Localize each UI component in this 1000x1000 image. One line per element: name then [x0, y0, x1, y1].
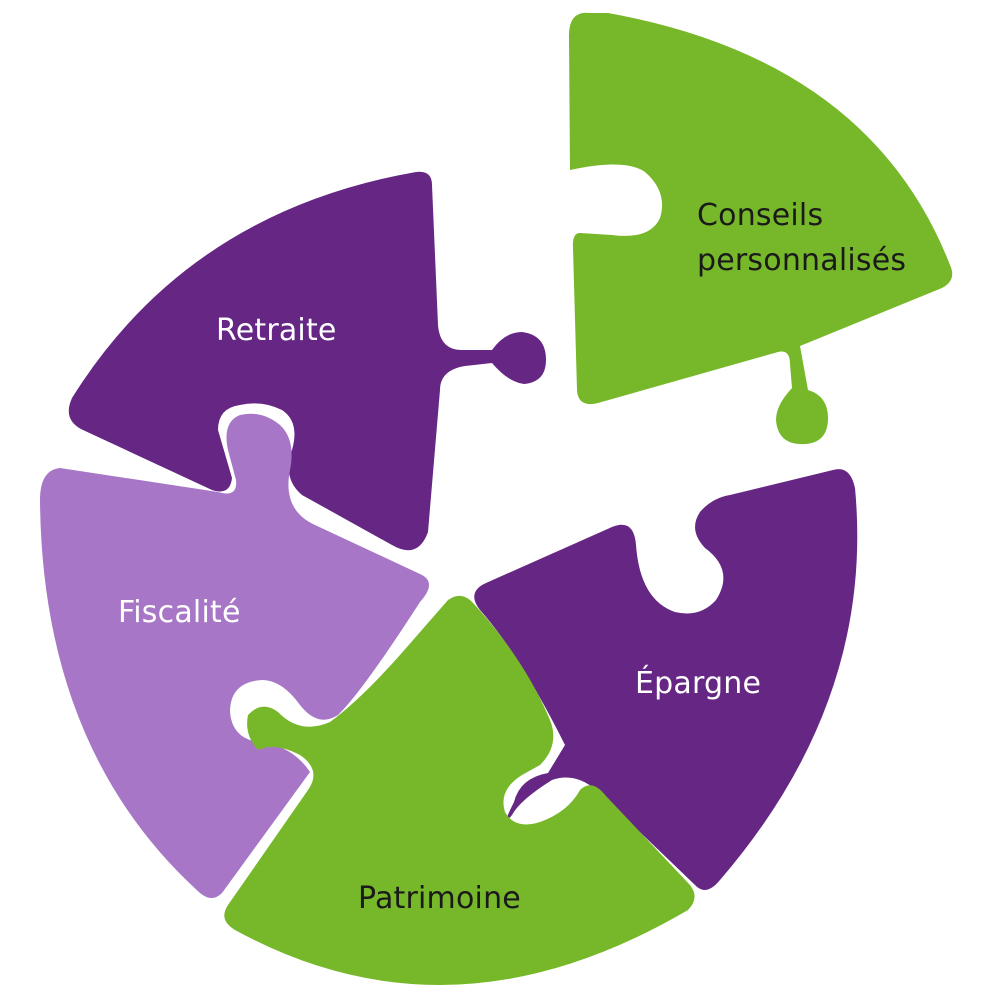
label-epargne: Épargne: [635, 665, 761, 701]
label-fiscalite: Fiscalité: [118, 595, 241, 630]
puzzle-piece-fiscalite: [40, 413, 429, 898]
puzzle-piece-epargne: [474, 469, 858, 890]
label-retraite: Retraite: [216, 313, 337, 348]
puzzle-piece-conseils: [568, 12, 953, 445]
label-conseils-line2: personnalisés: [697, 243, 906, 278]
puzzle-piece-patrimoine: [224, 595, 695, 985]
label-patrimoine: Patrimoine: [358, 881, 521, 916]
label-conseils-line1: Conseils: [697, 198, 823, 233]
puzzle-piece-retraite: [68, 171, 546, 551]
